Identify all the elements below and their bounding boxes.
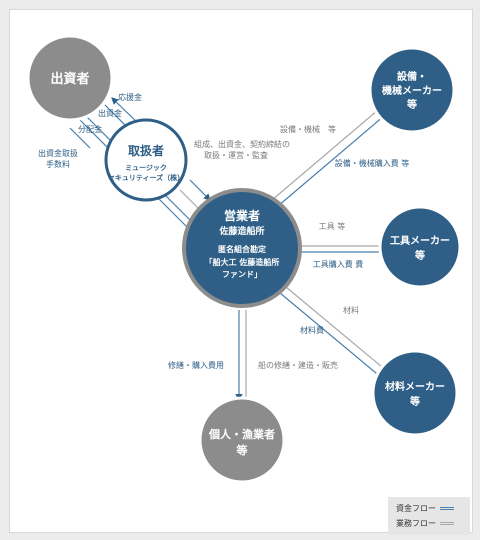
operator-node[interactable]: 営業者 佐藤造船所 匿名組合勘定 「船大工 佐藤造船所 ファンド」	[182, 188, 302, 308]
operator-title: 営業者	[224, 208, 260, 223]
label-repair-cost: 修繕・購入費用	[168, 360, 224, 370]
broker-node[interactable]: 取扱者 ミュージック セキュリティーズ（株）	[104, 118, 188, 202]
line-broker-operator-b	[179, 189, 199, 209]
label-management-line2: 取扱・運営・監査	[204, 150, 268, 160]
operator-scheme: 匿名組合勘定	[218, 244, 266, 254]
equipment-line1: 設備・	[397, 70, 427, 83]
label-management-line1: 組成、出資金、契約締結の	[194, 139, 290, 149]
fishers-node[interactable]: 個人・漁業者 等	[198, 396, 286, 484]
legend-money-row: 資金フロー	[396, 503, 454, 515]
legend-work-line	[440, 522, 454, 525]
connector-lines	[69, 97, 390, 402]
tools-line2: 等	[415, 249, 425, 262]
materials-maker-node[interactable]: 材料メーカー 等	[371, 349, 459, 437]
tools-line1: 工具メーカー	[390, 235, 450, 247]
label-support: 応援金	[118, 92, 142, 102]
legend-money-label: 資金フロー	[396, 504, 436, 513]
fishers-line1: 個人・漁業者	[208, 427, 275, 441]
line-broker-operator-a	[189, 179, 211, 201]
broker-sub1: ミュージック	[125, 163, 167, 172]
label-materials-goods: 材料	[343, 305, 359, 315]
line-operator-equipment-b	[277, 115, 385, 207]
equipment-maker-node[interactable]: 設備・ 機械メーカー 等	[368, 46, 456, 134]
materials-line1: 材料メーカー	[385, 380, 445, 393]
legend: 資金フロー 業務フロー	[388, 497, 470, 535]
legend-work-label: 業務フロー	[396, 519, 436, 528]
diagram-frame: 出資者 取扱者 ミュージック セキュリティーズ（株） 営業者 佐藤造船所 匿名組…	[9, 9, 473, 535]
flow-labels: 応援金 出資金 分配金 出資金取扱 手数料 組成、出資金、契約締結の 取扱・運営…	[38, 92, 409, 370]
label-materials-cost: 材料費	[300, 325, 324, 335]
broker-sub2: セキュリティーズ（株）	[108, 173, 184, 182]
label-investment: 出資金	[98, 108, 122, 118]
operator-company: 佐藤造船所	[218, 225, 264, 237]
investor-label: 出資者	[50, 71, 89, 87]
investor-node[interactable]: 出資者	[26, 34, 114, 122]
label-equipment-cost: 設備・機械購入費 等	[335, 158, 410, 168]
label-fee-line1: 出資金取扱	[38, 148, 78, 158]
operator-fund-line1: 「船大工 佐藤造船所	[205, 257, 280, 267]
tools-maker-node[interactable]: 工具メーカー 等	[378, 205, 462, 289]
label-fee-line2: 手数料	[46, 159, 70, 169]
legend-money-line	[440, 507, 454, 510]
operator-fund-line2: ファンド」	[222, 270, 262, 279]
line-operator-materials-b	[273, 287, 383, 379]
line-operator-materials-a	[279, 281, 389, 373]
label-equipment-goods: 設備・機械 等	[280, 124, 336, 134]
materials-line2: 等	[410, 395, 420, 408]
fishers-line2: 等	[236, 443, 248, 457]
broker-title: 取扱者	[128, 143, 164, 158]
equipment-line3: 等	[407, 98, 417, 111]
line-operator-equipment-a	[271, 109, 379, 201]
label-tools-cost: 工具購入費 費	[313, 259, 364, 269]
legend-work-row: 業務フロー	[396, 518, 454, 530]
equipment-line2: 機械メーカー	[382, 84, 442, 97]
label-distribution: 分配金	[78, 124, 102, 134]
flow-diagram: 出資者 取扱者 ミュージック セキュリティーズ（株） 営業者 佐藤造船所 匿名組…	[26, 34, 462, 484]
line-investor-fee	[69, 127, 91, 149]
label-tools-goods: 工具 等	[319, 221, 346, 231]
label-ship-services: 船の修繕・建造・販売	[258, 360, 338, 370]
